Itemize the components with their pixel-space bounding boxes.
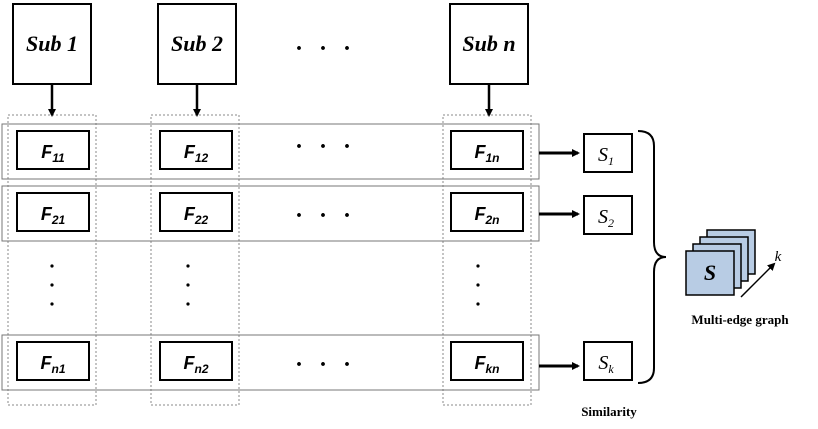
feature-box-11: F11 xyxy=(16,130,90,170)
subject-box-n: Sub n xyxy=(449,3,529,85)
similarity-label: Similarity xyxy=(581,404,637,419)
graph-axis-label: k xyxy=(775,249,782,265)
feature-box-12: F12 xyxy=(159,130,233,170)
feature-sub-11: 11 xyxy=(52,151,65,165)
svg-text:Fn1: Fn1 xyxy=(40,353,65,376)
feature-base-21: F xyxy=(41,204,53,224)
feature-box-22: F22 xyxy=(159,192,233,232)
rowk-ellipsis: . . . xyxy=(296,346,356,372)
feature-sub-kn: kn xyxy=(485,362,499,376)
graph-depth-arrow xyxy=(740,262,776,298)
row1-ellipsis: . . . xyxy=(296,128,356,154)
feature-sub-21: 21 xyxy=(51,213,66,227)
svg-text:F2n: F2n xyxy=(474,204,499,227)
feature-base-12: F xyxy=(184,142,196,162)
feature-base-n2: F xyxy=(183,353,195,373)
row-group-k xyxy=(1,334,540,391)
svg-text:F11: F11 xyxy=(41,142,65,165)
feature-base-11: F xyxy=(41,142,53,162)
feature-box-21: F21 xyxy=(16,192,90,232)
similarity-sub-1: 1 xyxy=(608,154,614,168)
vertical-ellipsis-col1 xyxy=(50,264,54,306)
row2-ellipsis: . . . xyxy=(296,197,356,223)
feature-base-22: F xyxy=(184,204,196,224)
vertical-ellipsis-col2 xyxy=(186,264,190,306)
svg-text:Fn2: Fn2 xyxy=(183,353,208,376)
feature-sub-n2: n2 xyxy=(194,362,208,376)
subject-box-2: Sub 2 xyxy=(157,3,237,85)
graph-layer-1 xyxy=(685,250,735,296)
feature-box-1n: F1n xyxy=(450,130,524,170)
similarity-base-k: S xyxy=(598,352,608,374)
feature-base-n1: F xyxy=(40,353,52,373)
svg-text:Fkn: Fkn xyxy=(474,353,499,376)
subject-label-2: Sub 2 xyxy=(171,31,223,56)
similarity-sub-k: k xyxy=(608,362,614,376)
graph-caption: Multi-edge graph xyxy=(691,312,789,327)
graph-stack-label: S xyxy=(704,260,716,285)
feature-sub-n1: n1 xyxy=(51,362,65,376)
svg-text:F22: F22 xyxy=(184,204,209,227)
feature-sub-22: 22 xyxy=(194,213,209,227)
similarity-box-1: S1 xyxy=(583,133,633,173)
similarity-base-1: S xyxy=(598,144,608,166)
svg-text:F1n: F1n xyxy=(474,142,499,165)
svg-text:S2: S2 xyxy=(598,206,614,230)
similarity-box-2: S2 xyxy=(583,195,633,235)
svg-text:F12: F12 xyxy=(184,142,209,165)
feature-base-2n: F xyxy=(474,204,486,224)
similarity-sub-2: 2 xyxy=(608,216,614,230)
svg-text:S1: S1 xyxy=(598,144,614,168)
subject-label-1: Sub 1 xyxy=(26,31,78,56)
feature-base-kn: F xyxy=(474,353,486,373)
subject-box-1: Sub 1 xyxy=(12,3,92,85)
feature-box-2n: F2n xyxy=(450,192,524,232)
subject-label-n: Sub n xyxy=(462,31,515,56)
svg-text:F21: F21 xyxy=(41,204,66,227)
multi-edge-graph: S k Multi-edge graph xyxy=(685,229,789,327)
feature-box-n1: Fn1 xyxy=(16,341,90,381)
subject-ellipsis: . . . xyxy=(296,30,356,56)
curly-brace xyxy=(637,130,667,384)
similarity-base-2: S xyxy=(598,206,608,228)
feature-sub-2n: 2n xyxy=(484,213,499,227)
feature-box-n2: Fn2 xyxy=(159,341,233,381)
feature-base-1n: F xyxy=(474,142,486,162)
svg-text:Sk: Sk xyxy=(598,352,614,376)
similarity-box-k: Sk xyxy=(583,341,633,381)
vertical-ellipsis-coln xyxy=(476,264,480,306)
feature-box-kn: Fkn xyxy=(450,341,524,381)
feature-sub-12: 12 xyxy=(195,151,209,165)
feature-sub-1n: 1n xyxy=(485,151,499,165)
